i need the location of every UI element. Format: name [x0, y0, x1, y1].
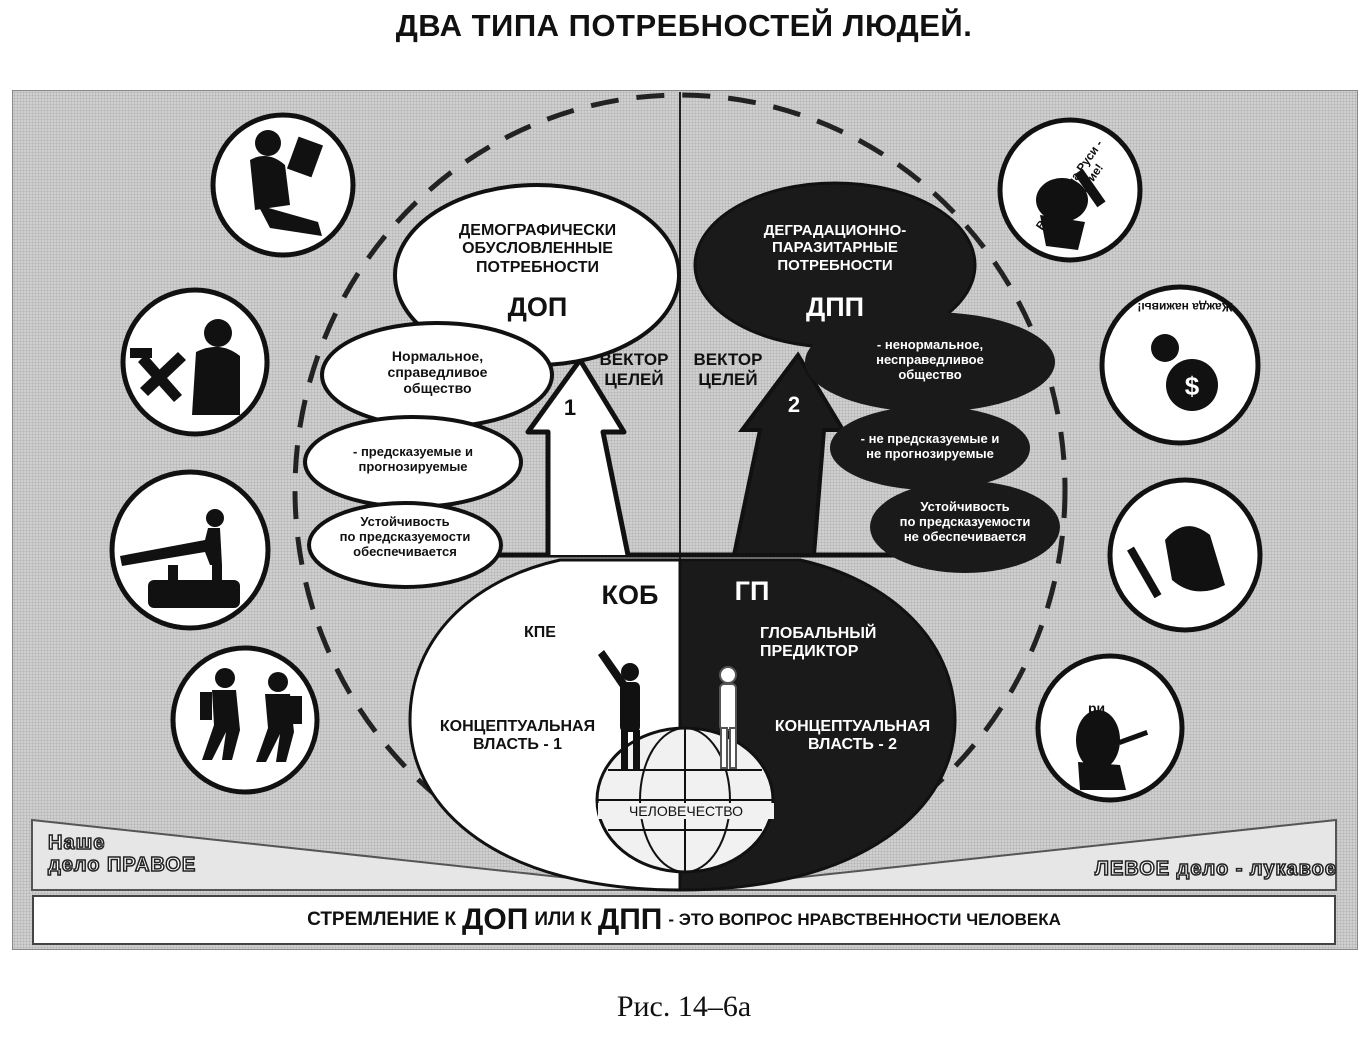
left-bubble-3-line-3: обеспечивается: [353, 543, 457, 559]
right-slogan: ЛЕВОЕ дело - лукавое: [1094, 857, 1337, 881]
left-slogan-line-1: Наше: [47, 831, 106, 855]
power-2-label: КОНЦЕПТУАЛЬНАЯ ВЛАСТЬ - 2: [755, 718, 950, 755]
right-bubble-2-line-1: - не предсказуемые и: [860, 431, 1000, 446]
power-2-line-2: ВЛАСТЬ - 2: [807, 736, 898, 754]
drinker-icon: [1036, 168, 1106, 250]
banner-dpp: ДПП: [597, 903, 663, 936]
right-bubble-1: - ненормальное, несправедливое общество: [835, 337, 1025, 383]
dop-title-line-1: ДЕМОГРАФИЧЕСКИ: [458, 222, 617, 239]
banner-part-1: СТРЕМЛЕНИЕ К: [307, 909, 457, 930]
dpp-abbr: ДПП: [805, 292, 865, 322]
hikers-icon: [200, 668, 302, 762]
right-bubble-3-line-1: Устойчивость: [920, 499, 1010, 514]
right-bubble-3-line-2: по предсказуемости: [899, 513, 1031, 529]
predictor-line-2: ПРЕДИКТОР: [760, 643, 859, 661]
worker-tools-icon: [130, 319, 240, 415]
dpp-title: ДЕГРАДАЦИОННО- ПАРАЗИТАРНЫЕ ПОТРЕБНОСТИ: [735, 222, 935, 274]
left-bubble-3-line-2: по предсказуемости: [339, 528, 471, 544]
figure-caption: Рис. 14–6а: [616, 990, 752, 1023]
arrow-1-number: 1: [563, 395, 577, 420]
dpp-title-line-3: ПОТРЕБНОСТИ: [777, 256, 893, 274]
reading-person-icon: [250, 130, 324, 236]
right-vector-label: ВЕКТОР ЦЕЛЕЙ: [684, 350, 772, 389]
left-slogan: Наше дело ПРАВОЕ: [47, 831, 197, 877]
power-2-line-1: КОНЦЕПТУАЛЬНАЯ: [774, 718, 931, 735]
left-bubble-3-shape: [307, 501, 503, 589]
gymnast-icon: [120, 509, 240, 608]
right-bubble-3: Устойчивость по предсказуемости не обесп…: [870, 499, 1060, 545]
left-bubble-2-line-2: прогнозируемые: [358, 458, 468, 474]
arrow-2-number: 2: [787, 392, 801, 417]
right-bubble-1-line-1: - ненормальное,: [876, 337, 984, 352]
left-bubble-3-line-1: Устойчивость: [360, 514, 450, 529]
right-bubble-2-shape: [830, 406, 1030, 490]
money-bag-icon: $: [1151, 334, 1218, 411]
humanity-label: ЧЕЛОВЕЧЕСТВО: [598, 803, 774, 820]
left-slogan-line-2: дело ПРАВОЕ: [47, 853, 197, 877]
power-1-label: КОНЦЕПТУАЛЬНАЯ ВЛАСТЬ - 1: [420, 718, 615, 755]
right-bubble-2: - не предсказуемые и не прогнозируемые: [835, 431, 1025, 462]
right-wedge: [679, 818, 1337, 891]
dop-title-line-2: ОБУСЛОВЛЕННЫЕ: [462, 240, 613, 258]
predictor-label: ГЛОБАЛЬНЫЙ ПРЕДИКТОР: [760, 625, 910, 662]
right-bubble-3-shape: [870, 481, 1060, 573]
predictor-line-1: ГЛОБАЛЬНЫЙ: [760, 625, 877, 642]
right-vector-line-1: ВЕКТОР: [693, 350, 763, 369]
dpp-title-line-1: ДЕГРАДАЦИОННО-: [763, 222, 907, 239]
left-bubble-1-line-2: справедливое: [387, 364, 488, 381]
dop-abbr: ДОП: [507, 292, 568, 322]
page-title: ДВА ТИПА ПОТРЕБНОСТЕЙ ЛЮДЕЙ.: [395, 8, 973, 43]
circle-4-caption: ри: [1088, 700, 1106, 716]
dop-title-line-3: ПОТРЕБНОСТИ: [476, 258, 599, 276]
left-vector-line-2: ЦЕЛЕЙ: [604, 369, 664, 389]
banner-dop: ДОП: [462, 903, 529, 936]
syringe-hand-icon: [1127, 526, 1225, 599]
dpp-title-line-2: ПАРАЗИТАРНЫЕ: [772, 239, 898, 257]
banner-part-3: - ЭТО ВОПРОС НРАВСТВЕННОСТИ ЧЕЛОВЕКА: [668, 910, 1061, 929]
dop-title: ДЕМОГРАФИЧЕСКИ ОБУСЛОВЛЕННЫЕ ПОТРЕБНОСТИ: [440, 222, 635, 277]
right-bubble-2-line-2: не прогнозируемые: [866, 445, 994, 461]
bottom-banner: СТРЕМЛЕНИЕ К ДОП ИЛИ К ДПП - ЭТО ВОПРОС …: [32, 895, 1336, 945]
left-bubble-1-line-3: общество: [403, 380, 472, 397]
gp-label: ГП: [734, 576, 770, 606]
svg-text:$: $: [1185, 371, 1200, 401]
power-1-line-2: ВЛАСТЬ - 1: [472, 736, 563, 754]
right-vector-line-2: ЦЕЛЕЙ: [698, 369, 758, 389]
left-wedge: [31, 818, 681, 891]
banner-part-2: ИЛИ К: [534, 909, 592, 930]
power-1-line-1: КОНЦЕПТУАЛЬНАЯ: [439, 718, 596, 735]
smoker-icon: [1076, 710, 1149, 790]
arrow-2: [731, 351, 847, 557]
left-bubble-3: Устойчивость по предсказуемости обеспечи…: [310, 514, 500, 560]
right-bubble-1-line-2: несправедливое: [876, 351, 984, 367]
leader-figure-icon: [598, 650, 640, 770]
kob-label: КОБ: [601, 580, 659, 610]
left-vector-line-1: ВЕКТОР: [599, 350, 669, 369]
right-bubble-1-shape: [805, 312, 1055, 412]
left-vector-label: ВЕКТОР ЦЕЛЕЙ: [590, 350, 678, 389]
kpe-label: КПЕ: [524, 624, 556, 641]
shadow-figure-icon: [719, 666, 737, 769]
left-bubble-2: - предсказуемые и прогнозируемые: [318, 444, 508, 475]
circle-2-caption: Жажда наживы!: [1137, 300, 1233, 314]
left-bubble-1: Нормальное, справедливое общество: [340, 348, 535, 396]
left-bubble-1-line-1: Нормальное,: [391, 348, 484, 364]
left-bubble-2-line-1: - предсказуемые и: [353, 444, 473, 459]
right-bubble-3-line-3: не обеспечивается: [903, 528, 1027, 544]
right-bubble-1-line-3: общество: [898, 366, 962, 382]
